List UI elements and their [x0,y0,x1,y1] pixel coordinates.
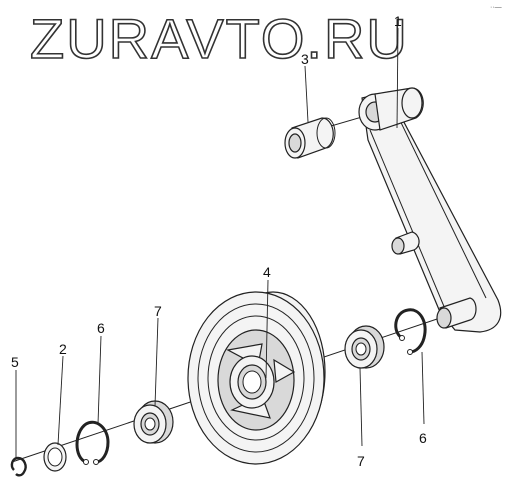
callout-7-right: 7 [357,453,365,469]
callout-5: 5 [11,354,19,370]
callout-6-left: 6 [97,320,105,336]
circlip-left-part [75,420,110,465]
circlip-right-part [394,308,427,355]
pulley-wheel-part [187,291,326,465]
corner-mark: ··— [490,4,502,11]
callout-2: 2 [59,341,67,357]
callout-1: 1 [394,13,402,29]
watermark-text: ZURAVTO.RU [30,7,409,70]
leader-lines [15,27,425,458]
callout-7-left: 7 [154,303,162,319]
bearing-right-part [344,325,385,369]
snap-ring-part [10,456,27,477]
bearing-left-part [133,400,174,444]
washer-part [43,442,67,472]
callout-6-right: 6 [419,430,427,446]
callout-3: 3 [301,51,309,67]
bracket-arm-part [358,87,502,333]
callout-4: 4 [263,264,271,280]
bushing-part [284,117,336,159]
